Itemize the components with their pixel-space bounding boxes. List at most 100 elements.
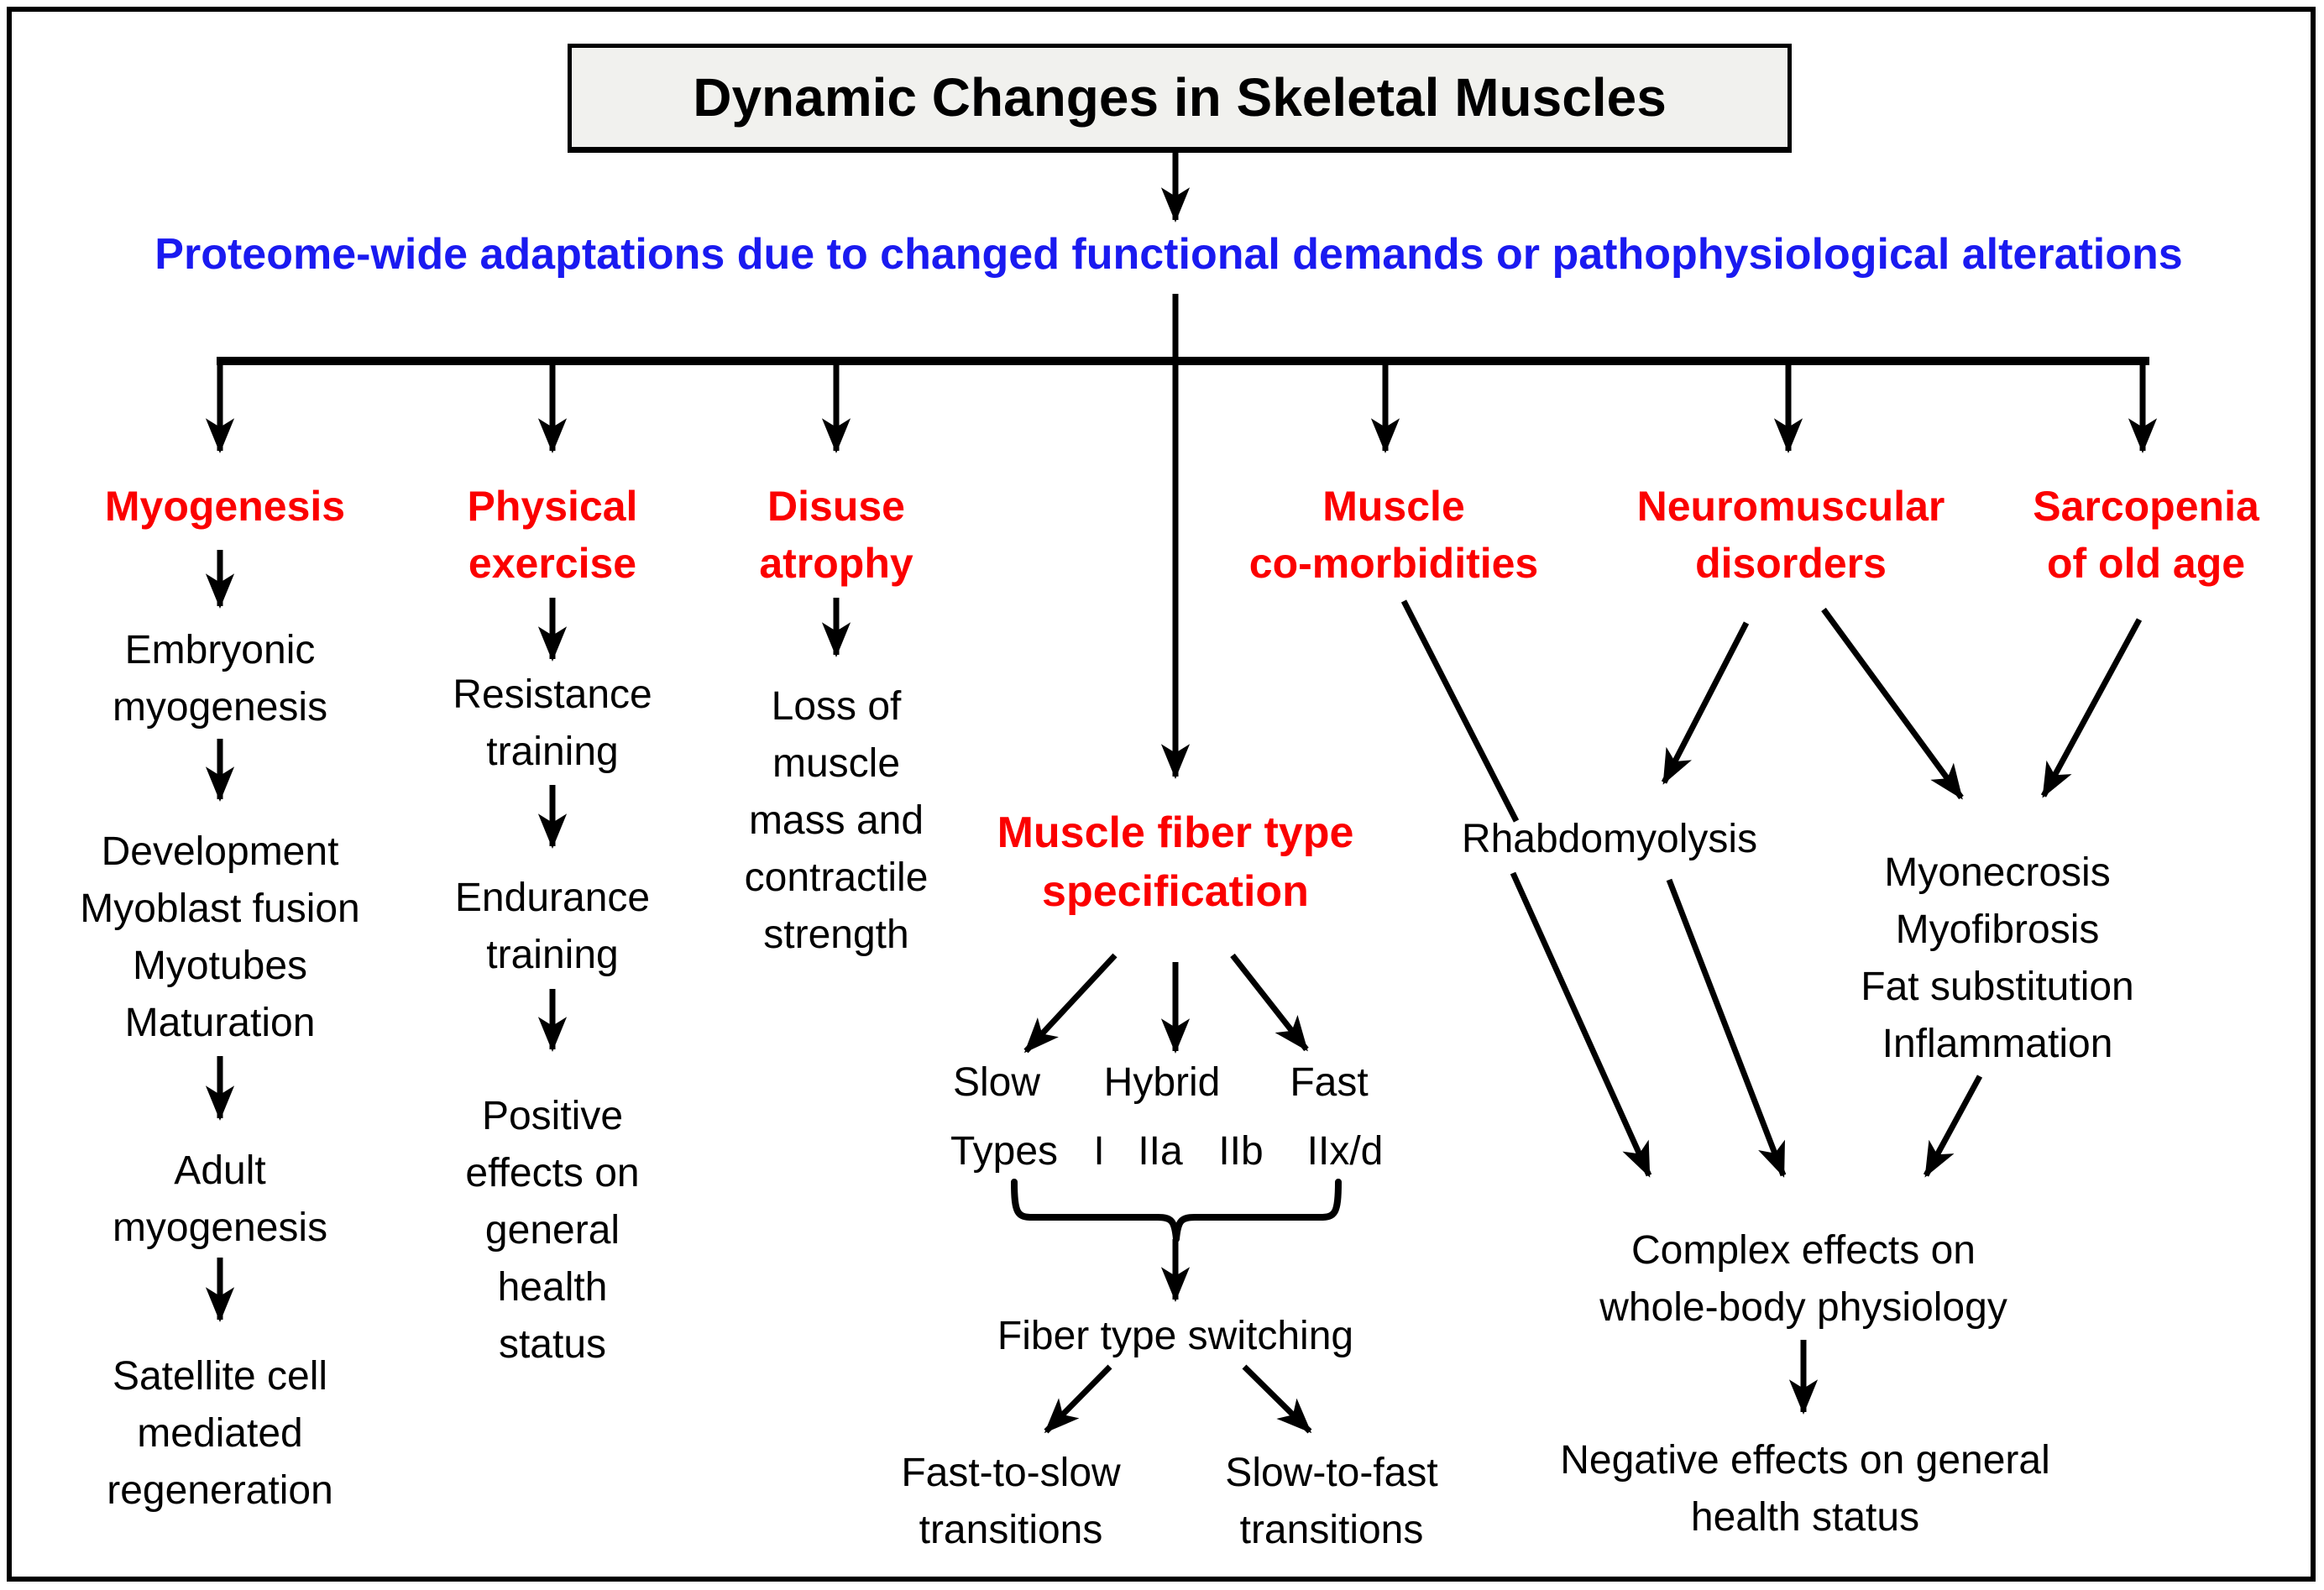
node-type-iia-label: IIa: [1138, 1123, 1182, 1180]
edge-myonecrosis-to-complex: [1923, 1075, 1983, 1178]
node-line: co-morbidities: [1248, 540, 1539, 587]
node-line: Development: [101, 829, 339, 874]
node-line: Sarcopenia: [2033, 483, 2259, 530]
node-line: disorders: [1695, 540, 1887, 587]
node-line: muscle: [772, 741, 901, 786]
edge-neuro-to-myonecrosis: [1821, 607, 1964, 800]
node-embryonic-myogenesis: Embryonic myogenesis: [113, 622, 327, 736]
node-line: contractile: [744, 855, 929, 900]
node-type-iib-label: IIb: [1218, 1123, 1263, 1180]
node-line: training: [486, 933, 619, 977]
node-line: mass and: [748, 798, 924, 843]
node-header-sarcopenia: Sarcopenia of old age: [2033, 478, 2259, 592]
node-slow-to-fast: Slow-to-fast transitions: [1225, 1445, 1437, 1559]
edge-sarco-to-myonecrosis: [2040, 618, 2143, 798]
edge-comorbid-line: [1400, 599, 1520, 823]
node-line: Myogenesis: [104, 483, 346, 530]
node-fiber-type-switching: Fiber type switching: [997, 1308, 1353, 1365]
node-line: health: [497, 1265, 608, 1310]
node-line: Neuromuscular: [1636, 483, 1945, 530]
node-line: myogenesis: [112, 1206, 328, 1250]
node-line: status: [498, 1322, 607, 1367]
edge-spec-to-slow: [1023, 953, 1118, 1054]
node-line: transitions: [919, 1508, 1103, 1552]
title-box: Dynamic Changes in Skeletal Muscles: [568, 44, 1792, 151]
node-header-fiber-type-spec: Muscle fiber type specification: [997, 803, 1354, 921]
node-line: Embryonic: [124, 628, 316, 672]
node-header-muscle-comorbidities: Muscle co-morbidities: [1249, 478, 1538, 592]
node-types-label: Types: [950, 1123, 1058, 1180]
node-line: Myonecrosis: [1884, 850, 2111, 895]
node-line: of old age: [2046, 540, 2246, 587]
node-line: myogenesis: [112, 685, 328, 730]
subtitle-text: Proteome-wide adaptations due to changed…: [154, 229, 2183, 279]
node-line: Disuse: [767, 483, 905, 530]
node-line: Physical: [467, 483, 638, 530]
node-line: Fiber type switching: [997, 1314, 1354, 1358]
node-header-myogenesis: Myogenesis: [105, 478, 345, 535]
node-line: Inflammation: [1882, 1022, 2113, 1066]
node-line: Complex effects on: [1631, 1228, 1976, 1273]
node-type-i-label: I: [1093, 1123, 1104, 1180]
node-line: strength: [763, 913, 909, 957]
node-line: Types: [950, 1129, 1059, 1174]
node-line: Fast-to-slow: [901, 1451, 1121, 1495]
node-complex-effects: Complex effects on whole-body physiology: [1599, 1222, 2007, 1336]
node-line: Hybrid: [1103, 1060, 1221, 1105]
node-line: IIb: [1218, 1129, 1264, 1174]
node-slow-label: Slow: [953, 1054, 1040, 1111]
node-line: Positive: [481, 1094, 624, 1138]
node-line: exercise: [468, 540, 637, 587]
node-line: I: [1093, 1129, 1105, 1174]
node-fast-to-slow: Fast-to-slow transitions: [901, 1445, 1120, 1559]
page-title: Dynamic Changes in Skeletal Muscles: [693, 67, 1667, 128]
node-line: Endurance: [454, 876, 651, 920]
node-line: Slow-to-fast: [1225, 1451, 1438, 1495]
node-line: effects on: [465, 1151, 640, 1195]
node-line: Resistance: [453, 672, 652, 717]
node-line: atrophy: [759, 540, 913, 587]
node-adult-myogenesis: Adult myogenesis: [113, 1143, 327, 1257]
node-line: Muscle fiber type: [997, 808, 1354, 857]
node-line: Muscle: [1322, 483, 1465, 530]
node-line: Fat substitution: [1861, 965, 2134, 1009]
node-line: regeneration: [107, 1468, 333, 1513]
node-line: Negative effects on general: [1560, 1438, 2050, 1483]
node-line: whole-body physiology: [1599, 1285, 2007, 1330]
edge-spec-to-fast: [1230, 953, 1309, 1052]
node-header-physical-exercise: Physical exercise: [468, 478, 638, 592]
node-header-disuse-atrophy: Disuse atrophy: [759, 478, 913, 592]
node-line: Fast: [1290, 1060, 1369, 1105]
node-line: transitions: [1239, 1508, 1424, 1552]
node-type-iixd-label: IIx/d: [1307, 1123, 1384, 1180]
node-negative-effects: Negative effects on general health status: [1560, 1432, 2050, 1546]
edge-comorbid-to-complex: [1510, 871, 1652, 1178]
node-line: specification: [1042, 867, 1309, 916]
node-hybrid-label: Hybrid: [1104, 1054, 1221, 1111]
node-endurance-training: Endurance training: [455, 870, 650, 984]
node-line: Satellite cell: [112, 1354, 328, 1399]
edge-neuro-to-rhabdo: [1661, 621, 1750, 785]
node-line: Myoblast fusion: [80, 887, 360, 931]
node-line: Adult: [174, 1148, 266, 1193]
node-line: health status: [1690, 1495, 1920, 1540]
node-line: Myotubes: [132, 944, 308, 988]
node-line: Myofibrosis: [1895, 907, 2100, 952]
node-fast-label: Fast: [1290, 1054, 1368, 1111]
node-line: IIa: [1138, 1129, 1183, 1174]
edge-switch-to-fastslow: [1044, 1364, 1112, 1434]
node-rhabdomyolysis: Rhabdomyolysis: [1462, 811, 1757, 868]
node-header-neuromuscular: Neuromuscular disorders: [1637, 478, 1945, 592]
node-line: Slow: [952, 1060, 1041, 1105]
outer-frame: [7, 7, 2316, 1582]
node-line: Maturation: [124, 1001, 316, 1045]
edge-switch-to-slowfast: [1242, 1364, 1312, 1434]
